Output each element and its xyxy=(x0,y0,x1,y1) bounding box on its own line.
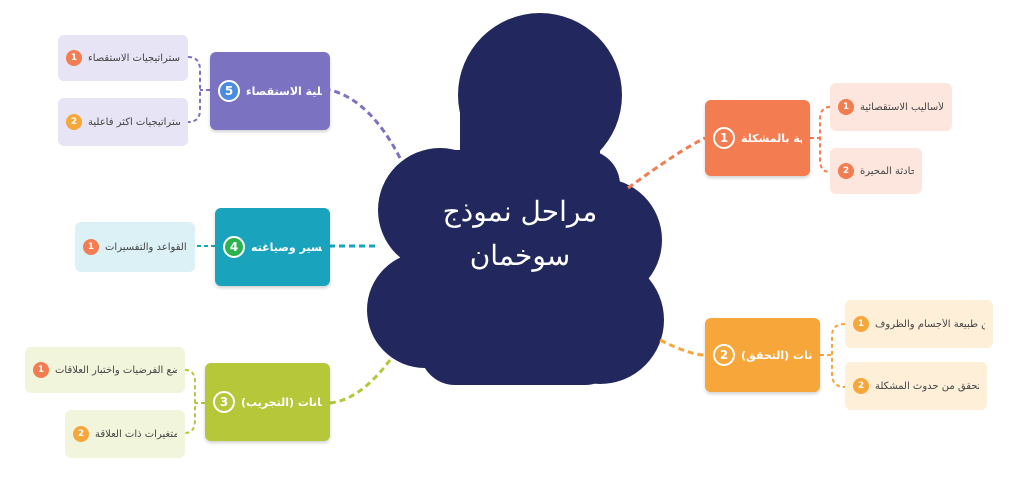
connector-branch-1 xyxy=(627,136,706,190)
branch-1-sub-2-number: 2 xyxy=(838,163,854,179)
branch-3-node[interactable]: 3 جمع البيانات (التجريب) xyxy=(205,363,330,441)
branch-4-sub-1[interactable]: 1 صياغة القواعد والتفسيرات xyxy=(75,222,195,272)
branch-4-node[interactable]: 4 تنظيم التفسير وصياغته xyxy=(215,208,330,286)
branch-5-sub-2-number: 2 xyxy=(66,114,82,130)
connector-branch-5 xyxy=(329,88,402,159)
center-title: مراحل نموذج سوخمان xyxy=(400,190,640,278)
connector-branch-2 xyxy=(659,338,706,357)
branch-5-sub-1[interactable]: 1 تحليل استراتيجيات الاستقصاء xyxy=(58,35,188,81)
connector-branch-3 xyxy=(329,359,392,405)
cloud-shape xyxy=(367,13,664,385)
branch-1-node[interactable]: 1 المواجهة بالمشكلة xyxy=(705,100,810,176)
sub-connectors xyxy=(184,56,846,434)
branch-5-node[interactable]: 5 تحليل عملية الاستقصاء xyxy=(210,52,330,130)
branch-1-sub-1-number: 1 xyxy=(838,99,854,115)
branch-5-label: تحليل عملية الاستقصاء xyxy=(246,84,322,98)
branch-1-sub-1-label: شرح الأساليب الاستقصائية xyxy=(860,101,944,113)
center-title-line2: سوخمان xyxy=(469,239,571,272)
branch-2-number: 2 xyxy=(713,344,735,366)
branch-3-sub-2-label: عزل المتغيرات ذات العلاقة xyxy=(95,428,177,440)
branch-5-sub-1-number: 1 xyxy=(66,50,82,66)
branch-2-sub-2[interactable]: 2 التحقق من حدوث المشكلة xyxy=(845,362,987,410)
branch-connectors xyxy=(329,88,706,405)
branch-4-number: 4 xyxy=(223,236,245,258)
branch-2-sub-1-label: التحقق من طبيعة الأجسام والظروف xyxy=(875,318,985,330)
branch-5-number: 5 xyxy=(218,80,240,102)
branch-4-sub-1-label: صياغة القواعد والتفسيرات xyxy=(105,241,187,253)
branch-3-label: جمع البيانات (التجريب) xyxy=(241,395,322,409)
branch-2-sub-1-number: 1 xyxy=(853,316,869,332)
branch-2-sub-1[interactable]: 1 التحقق من طبيعة الأجسام والظروف xyxy=(845,300,993,348)
branch-2-label: جمع البيانات (التحقق) xyxy=(741,348,812,362)
branch-5-sub-2-label: تطوير استراتيجيات أكثر فاعلية xyxy=(88,116,180,128)
branch-1-sub-1[interactable]: 1 شرح الأساليب الاستقصائية xyxy=(830,83,952,131)
branch-1-sub-2[interactable]: 2 تقديم الحادثة المحيرة xyxy=(830,148,922,194)
branch-3-sub-2-number: 2 xyxy=(73,426,89,442)
center-title-line1: مراحل نموذج xyxy=(442,195,598,228)
branch-2-sub-2-label: التحقق من حدوث المشكلة xyxy=(875,380,979,392)
branch-1-number: 1 xyxy=(713,127,735,149)
branch-3-sub-1-number: 1 xyxy=(33,362,49,378)
branch-5-sub-1-label: تحليل استراتيجيات الاستقصاء xyxy=(88,52,180,64)
branch-5-sub-2[interactable]: 2 تطوير استراتيجيات أكثر فاعلية xyxy=(58,98,188,146)
branch-3-sub-1-label: وضع الفرضيات واختبار العلاقات xyxy=(55,364,177,376)
branch-4-label: تنظيم التفسير وصياغته xyxy=(251,240,322,254)
branch-1-label: المواجهة بالمشكلة xyxy=(741,131,802,145)
branch-3-sub-2[interactable]: 2 عزل المتغيرات ذات العلاقة xyxy=(65,410,185,458)
branch-1-sub-2-label: تقديم الحادثة المحيرة xyxy=(860,165,914,177)
branch-4-sub-1-number: 1 xyxy=(83,239,99,255)
branch-3-sub-1[interactable]: 1 وضع الفرضيات واختبار العلاقات xyxy=(25,347,185,393)
branch-2-sub-2-number: 2 xyxy=(853,378,869,394)
branch-3-number: 3 xyxy=(213,391,235,413)
branch-2-node[interactable]: 2 جمع البيانات (التحقق) xyxy=(705,318,820,392)
